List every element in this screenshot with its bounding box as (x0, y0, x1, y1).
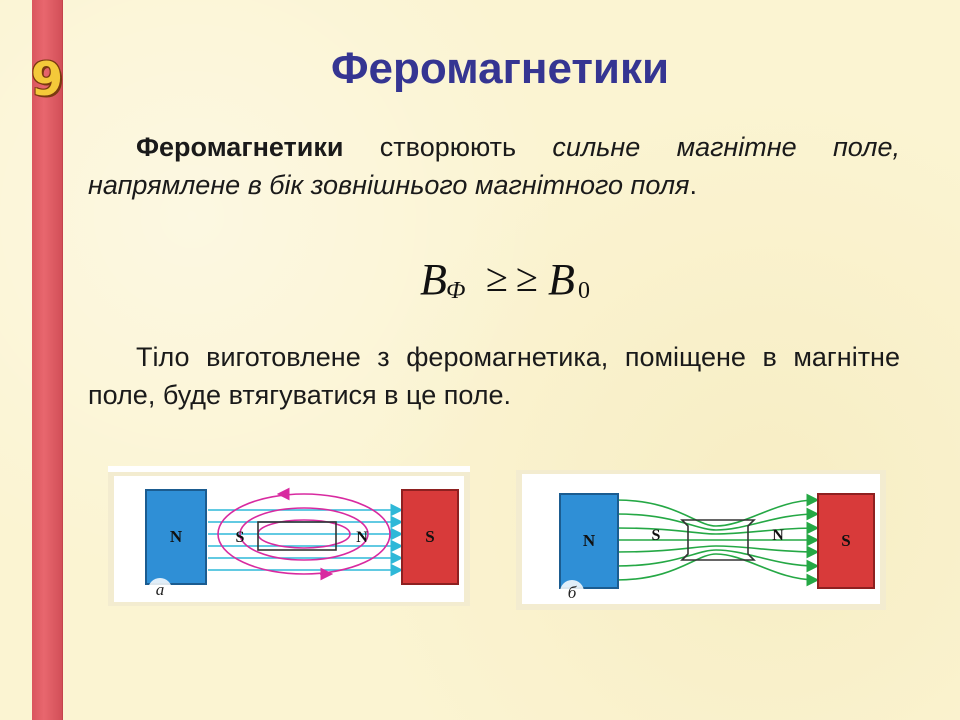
figure-b-ferromagnetic-body (680, 519, 756, 561)
figure-a-diagram: N S S N а (108, 472, 470, 606)
page-title: Феромагнетики (330, 44, 670, 93)
grade-badge: 9 (30, 52, 63, 106)
formula-relation-2: ≥ (516, 255, 538, 300)
figure-b-body-right-pole: N (772, 527, 784, 544)
figure-a-left-magnet-label: N (170, 527, 183, 546)
figure-b-north-magnet (559, 493, 619, 589)
figure-b-body-left-pole: S (652, 527, 661, 544)
figure-a-caption-bg (148, 578, 172, 602)
side-stripe (32, 0, 62, 720)
figure-b: N S S N б (516, 470, 886, 610)
figure-a-body-left-pole: S (236, 529, 245, 546)
formula-lhs-sub: Ф (446, 278, 466, 304)
definition-paragraph: Феромагнетики створюють сильне магнітне … (88, 128, 900, 204)
figure-a-north-magnet (145, 489, 207, 585)
figure-b-right-magnet-label: S (841, 531, 850, 550)
formula-rhs-sub: 0 (578, 278, 590, 304)
paragraph-period: . (689, 170, 697, 200)
attraction-paragraph: Тіло виготовлене з феромагнетика, поміще… (88, 342, 900, 410)
figure-a-ferromagnetic-body (257, 521, 337, 551)
figure-a-right-magnet-label: S (425, 527, 434, 546)
figure-a-caption: а (156, 580, 165, 599)
figure-a-body-right-pole: N (356, 529, 368, 546)
figure-b-diagram: N S S N б (516, 470, 886, 610)
paragraph-text: створюють (343, 132, 553, 162)
formula-rhs: B (548, 255, 575, 304)
definition-italic: сильне магнітне поле, напрямлене в бік з… (88, 132, 900, 200)
figure-b-field-lines (615, 493, 820, 587)
formula: B Ф ≥ ≥ B 0 (420, 254, 610, 314)
figure-a-induced-lines (217, 487, 391, 581)
figure-b-left-magnet-label: N (583, 531, 596, 550)
figure-b-caption: б (568, 583, 577, 602)
figure-a-south-magnet (401, 489, 459, 585)
formula-lhs: B (420, 255, 447, 304)
figure-b-caption-bg (560, 580, 584, 604)
term-bold: Феромагнетики (136, 132, 344, 162)
figure-a: N S S N а (108, 466, 470, 606)
figure-b-south-magnet (817, 493, 875, 589)
formula-relation-1: ≥ (486, 255, 508, 300)
